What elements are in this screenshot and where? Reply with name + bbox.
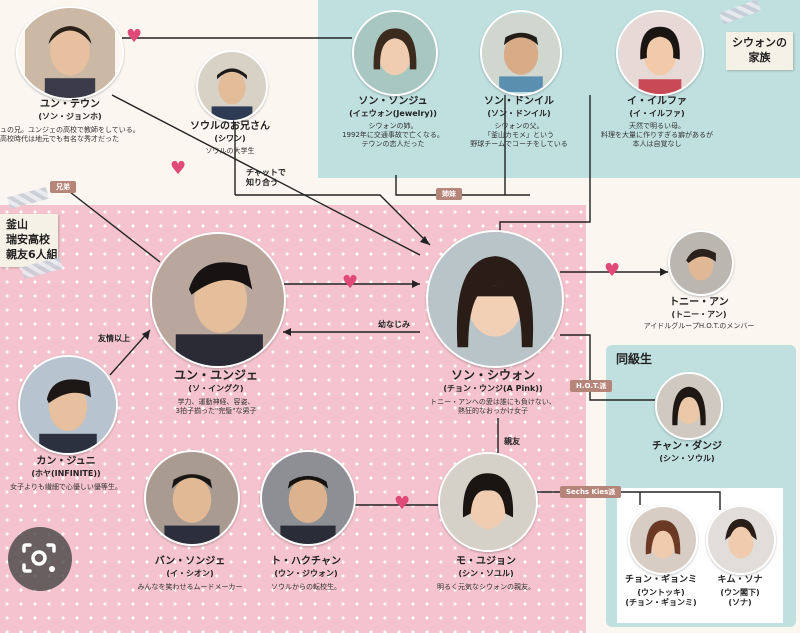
lee-ilhwa-photo <box>616 10 704 96</box>
kim-sona-name: キム・ソナ <box>717 575 763 585</box>
yun-yunje-photo <box>150 232 286 368</box>
song-siwon-photo <box>426 230 564 368</box>
yun-yunje-actor: (ソ・イングク) <box>188 384 244 393</box>
song-sunju-desc: シウォンの姉。 1992年に交通事故で亡くなる。 テウンの恋人だった <box>342 122 444 148</box>
chon-gyeongmi-actor: (ウントッキ) (チョン・ギョンミ) <box>625 588 697 607</box>
chan-dangji-name: チャン・ダンジ <box>652 441 722 452</box>
heart-icon: ♥ <box>604 260 621 281</box>
song-donil-actor: (ソン・ドンイル) <box>487 109 551 118</box>
do-hakchan-name: ト・ハクチャン <box>271 556 341 567</box>
song-donil-desc: シウォンの父。 「釜山カモメ」という 野球チームでコーチをしている <box>470 122 568 148</box>
beyond-friends-label: 友情以上 <box>98 334 130 343</box>
best-friend-label: 親友 <box>504 437 520 446</box>
do-hakchan-actor: (ウン・ジウォン) <box>274 569 338 578</box>
yun-yunje-desc: 学力、運動神経、容姿、 3拍子揃った"完璧"な男子 <box>175 398 257 415</box>
seoul-brother-actor: (シワン) <box>214 134 246 143</box>
seoul-brother-desc: ソウルの大学生 <box>205 147 255 155</box>
bang-sungjae-photo <box>144 450 240 546</box>
tony-an-name: トニー・アン <box>669 297 729 308</box>
bang-sungjae-actor: (イ・シオン) <box>166 569 214 578</box>
sechs-kies-fan-tag: Sechs Kies派 <box>560 486 622 498</box>
kang-junhee-photo <box>18 355 118 455</box>
seoul-brother-photo <box>196 50 268 122</box>
kang-junhee-actor: (ホヤ(INFINITE)) <box>31 469 101 478</box>
yun-taewoong-photo <box>16 6 124 100</box>
childhood-friends-label: 幼なじみ <box>378 320 410 329</box>
siblings-tag: 姉妹 <box>436 188 462 200</box>
bang-sungjae-name: バン・ソンジェ <box>154 556 226 567</box>
yun-yunje-name: ユン・ユンジェ <box>173 368 258 382</box>
mo-yujeong-photo <box>438 452 538 552</box>
song-donil-photo <box>480 10 562 96</box>
mo-yujeong-desc: 明るく元気なシウォンの親友。 <box>437 583 535 591</box>
heart-icon: ♥ <box>170 158 187 179</box>
song-siwon-name: ソン・シウォン <box>450 368 535 382</box>
song-sunju-photo <box>352 10 438 96</box>
song-donil-name: ソン・ドンイル <box>484 96 554 107</box>
song-sunju-name: ソン・ソンジュ <box>358 96 428 107</box>
brothers-tag: 兄弟 <box>50 181 76 193</box>
yun-taewoong-desc: ュの兄。ユンジェの高校で教師をしている。 高校時代は地元でも有名な秀才だった <box>0 126 140 143</box>
song-sunju-actor: (イェウォン(Jewelry)) <box>349 109 437 118</box>
hot-fan-tag: H.O.T.派 <box>570 380 613 392</box>
chan-dangji-photo <box>655 372 723 440</box>
song-siwon-actor: (チョン・ウンジ(A Pink)) <box>443 384 543 393</box>
lee-ilhwa-name: イ・イルファ <box>627 96 687 107</box>
song-siwon-desc: トニー・アンへの愛は誰にも負けない、 熱狂的なおっかけ女子 <box>430 398 556 415</box>
lens-icon <box>22 543 56 573</box>
heart-icon: ♥ <box>342 272 359 293</box>
chan-dangji-actor: (シン・ソウル) <box>659 454 715 463</box>
classmates-heading: 同級生 <box>616 352 653 366</box>
yun-taewoong-actor: (ソン・ジョンホ) <box>38 112 102 121</box>
kim-sona-actor: (ウン閣下) (ソナ) <box>720 588 760 607</box>
tony-an-photo <box>668 230 734 296</box>
tony-an-actor: (トニー・アン) <box>671 310 727 319</box>
lee-ilhwa-actor: (イ・イルファ) <box>629 109 685 118</box>
kang-junhee-name: カン・ジュニ <box>36 456 96 467</box>
image-search-button[interactable] <box>8 527 72 591</box>
mo-yujeong-actor: (シン・ソユル) <box>458 569 514 578</box>
yun-taewoong-name: ユン・テウン <box>40 99 100 110</box>
do-hakchan-photo <box>260 450 356 546</box>
tony-an-desc: アイドルグループH.O.T.のメンバー <box>643 322 755 330</box>
kim-sona-photo <box>706 505 776 575</box>
chon-gyeongmi-name: チョン・ギョンミ <box>624 575 697 585</box>
lee-ilhwa-desc: 天然で明るい母。 料理を大量に作りすぎる癖があるが 本人は自覚なし <box>601 122 713 148</box>
family-group-sign: シウォンの 家族 <box>726 32 793 70</box>
do-hakchan-desc: ソウルからの転校生。 <box>271 583 341 591</box>
chon-gyeongmi-photo <box>628 505 698 575</box>
bang-sungjae-desc: みんなを笑わせるムードメーカー <box>137 583 243 591</box>
heart-icon: ♥ <box>394 493 411 514</box>
seoul-brother-name: ソウルのお兄さん <box>190 121 270 132</box>
kang-junhee-desc: 女子よりも繊細で心優しい優等生。 <box>10 483 122 491</box>
chat-label: チャットで 知り合う <box>246 168 286 187</box>
school-group-sign: 釜山 瑞安高校 親友6人組 <box>0 214 58 267</box>
mo-yujeong-name: モ・ユジョン <box>456 556 516 567</box>
heart-icon: ♥ <box>126 26 143 47</box>
